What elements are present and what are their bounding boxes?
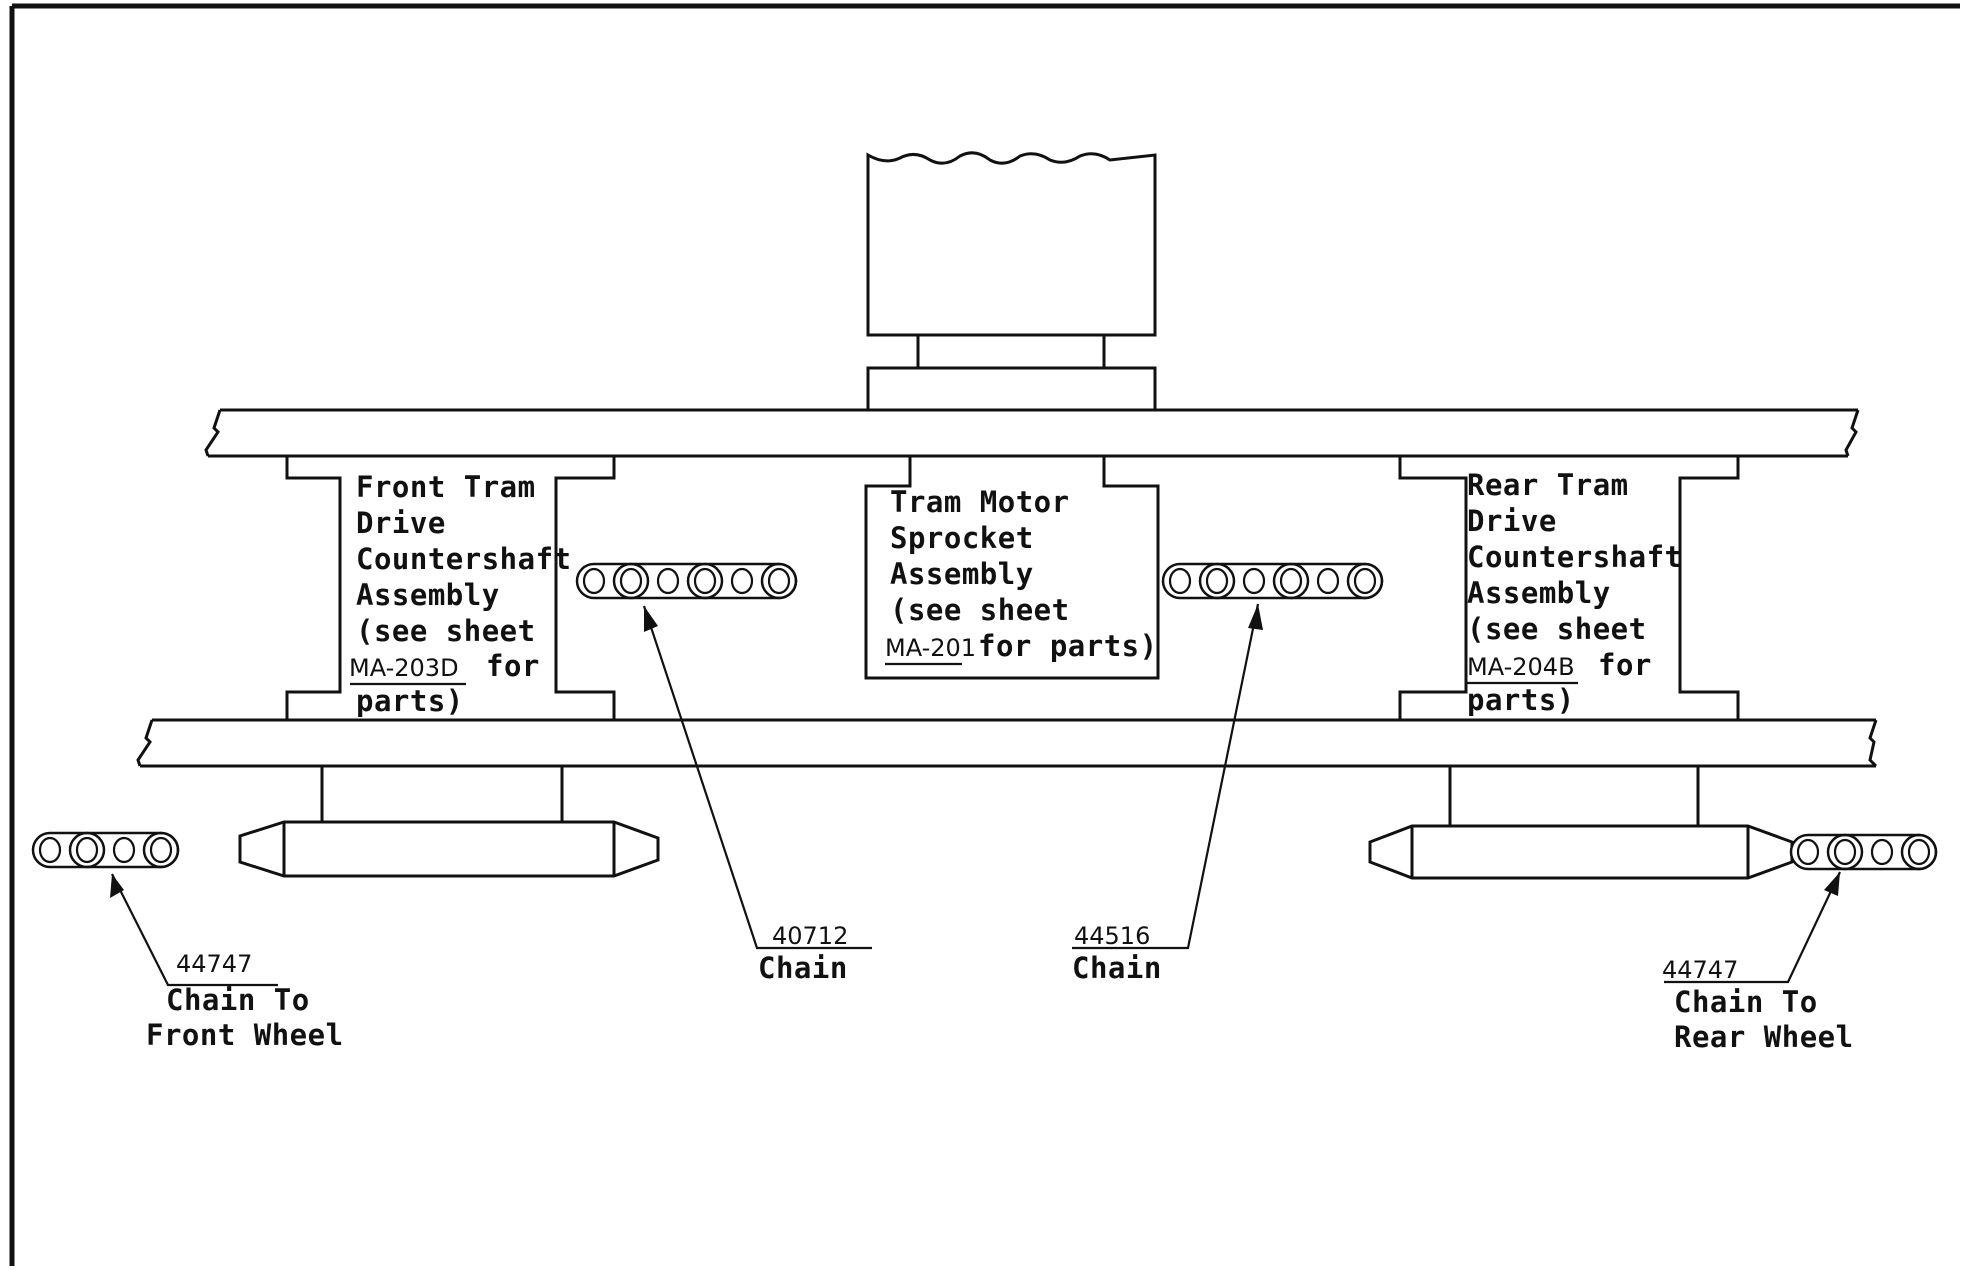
front-label-line-5: (see sheet bbox=[356, 614, 536, 648]
front-countershaft-label: Front Tram Drive Countershaft Assembly (… bbox=[349, 470, 572, 718]
chain-roller bbox=[1205, 567, 1229, 595]
callout-text-line-1: Chain To bbox=[166, 983, 310, 1017]
chain-roller bbox=[38, 836, 62, 864]
front-label-for: for bbox=[486, 649, 540, 683]
front-label-line-4: Assembly bbox=[356, 578, 500, 612]
chain-link-plate bbox=[612, 562, 650, 600]
chain-link-plate bbox=[1826, 833, 1864, 871]
callout-rear-wheel-chain: 44747 Chain To Rear Wheel bbox=[1662, 956, 1854, 1054]
front-countershaft-bracket bbox=[285, 456, 616, 720]
chain-link-plate bbox=[1198, 562, 1236, 600]
chain-link-plate bbox=[142, 831, 180, 869]
rear-label-line-5: (see sheet bbox=[1467, 612, 1647, 646]
chain-roller bbox=[730, 567, 754, 595]
rear-label-line-2: Drive bbox=[1467, 504, 1557, 538]
chain-outline bbox=[1789, 833, 1938, 871]
callout-front-drive-chain: 40712 Chain bbox=[758, 922, 848, 985]
upper-frame-member bbox=[204, 408, 1860, 458]
front-label-line-2: Drive bbox=[356, 506, 446, 540]
motor-label-line-3: Assembly bbox=[890, 557, 1034, 591]
motor-sprocket-label: Tram Motor Sprocket Assembly (see sheet … bbox=[885, 485, 1158, 666]
front-label-line-1: Front Tram bbox=[356, 470, 536, 504]
rear-label-parts: parts) bbox=[1467, 683, 1575, 717]
chain-roller bbox=[582, 567, 606, 595]
chain-roller bbox=[1796, 838, 1820, 866]
callout-text-line-1: Chain To bbox=[1674, 985, 1818, 1019]
chain-roller bbox=[112, 836, 136, 864]
leader-front-drive-chain bbox=[642, 605, 872, 950]
chain-link-plate bbox=[1900, 833, 1938, 871]
rear-drive-chain-graphic bbox=[1161, 562, 1384, 600]
front-label-parts: parts) bbox=[356, 684, 464, 718]
rear-label-for: for bbox=[1598, 648, 1652, 682]
motor-label-line-1: Tram Motor bbox=[890, 485, 1070, 519]
rear-sheet-ref: MA-204B bbox=[1467, 653, 1575, 681]
chain-roller bbox=[1833, 838, 1857, 866]
front-wheel-shaft bbox=[238, 766, 660, 878]
callout-text-line-2: Front Wheel bbox=[146, 1018, 344, 1052]
rear-countershaft-label: Rear Tram Drive Countershaft Assembly (s… bbox=[1467, 468, 1683, 717]
chain-roller bbox=[619, 567, 643, 595]
callout-part-number: 40712 bbox=[772, 922, 848, 950]
chain-outline bbox=[31, 831, 180, 869]
callout-text-line-2: Rear Wheel bbox=[1674, 1020, 1854, 1054]
chain-link-plate bbox=[1272, 562, 1310, 600]
leader-rear-drive-chain bbox=[1072, 603, 1263, 950]
chain-link-plate bbox=[68, 831, 106, 869]
callout-text-line-1: Chain bbox=[1072, 951, 1162, 985]
rear-label-line-4: Assembly bbox=[1467, 576, 1611, 610]
callout-part-number: 44747 bbox=[176, 950, 252, 978]
chain-roller bbox=[1353, 567, 1377, 595]
chain-roller bbox=[149, 836, 173, 864]
chain-roller bbox=[1316, 567, 1340, 595]
chain-roller bbox=[1168, 567, 1192, 595]
tram-motor-housing bbox=[866, 151, 1157, 412]
chain-link-plate bbox=[686, 562, 724, 600]
chain-roller bbox=[1870, 838, 1894, 866]
front-wheel-chain-graphic bbox=[31, 831, 180, 869]
motor-label-line-5: for parts) bbox=[978, 629, 1158, 663]
chain-roller bbox=[75, 836, 99, 864]
callout-front-wheel-chain: 44747 Chain To Front Wheel bbox=[146, 950, 344, 1052]
leader-front-wheel-chain bbox=[110, 873, 278, 987]
front-sheet-ref: MA-203D bbox=[349, 654, 459, 682]
callout-rear-drive-chain: 44516 Chain bbox=[1072, 922, 1162, 985]
lower-frame-member bbox=[136, 718, 1878, 768]
sheet-border bbox=[9, 3, 1960, 1266]
chain-roller bbox=[1242, 567, 1266, 595]
motor-sheet-ref: MA-201 bbox=[885, 634, 976, 662]
chain-roller bbox=[767, 567, 791, 595]
callout-part-number: 44516 bbox=[1074, 922, 1150, 950]
callout-part-number: 44747 bbox=[1662, 956, 1738, 984]
leader-rear-wheel-chain bbox=[1664, 871, 1841, 984]
rear-label-line-1: Rear Tram bbox=[1467, 468, 1629, 502]
front-label-line-3: Countershaft bbox=[356, 542, 572, 576]
chain-link-plate bbox=[1346, 562, 1384, 600]
callout-text-line-1: Chain bbox=[758, 951, 848, 985]
chain-roller bbox=[1279, 567, 1303, 595]
front-drive-chain-graphic bbox=[575, 562, 798, 600]
motor-sprocket-box bbox=[864, 456, 1160, 680]
chain-roller bbox=[1907, 838, 1931, 866]
rear-label-line-3: Countershaft bbox=[1467, 540, 1683, 574]
rear-wheel-shaft bbox=[1368, 766, 1794, 880]
rear-wheel-chain-graphic bbox=[1789, 833, 1938, 871]
motor-label-line-2: Sprocket bbox=[890, 521, 1034, 555]
rear-countershaft-bracket bbox=[1398, 456, 1740, 720]
chain-roller bbox=[693, 567, 717, 595]
chain-link-plate bbox=[760, 562, 798, 600]
motor-label-line-4: (see sheet bbox=[890, 593, 1070, 627]
chain-roller bbox=[656, 567, 680, 595]
